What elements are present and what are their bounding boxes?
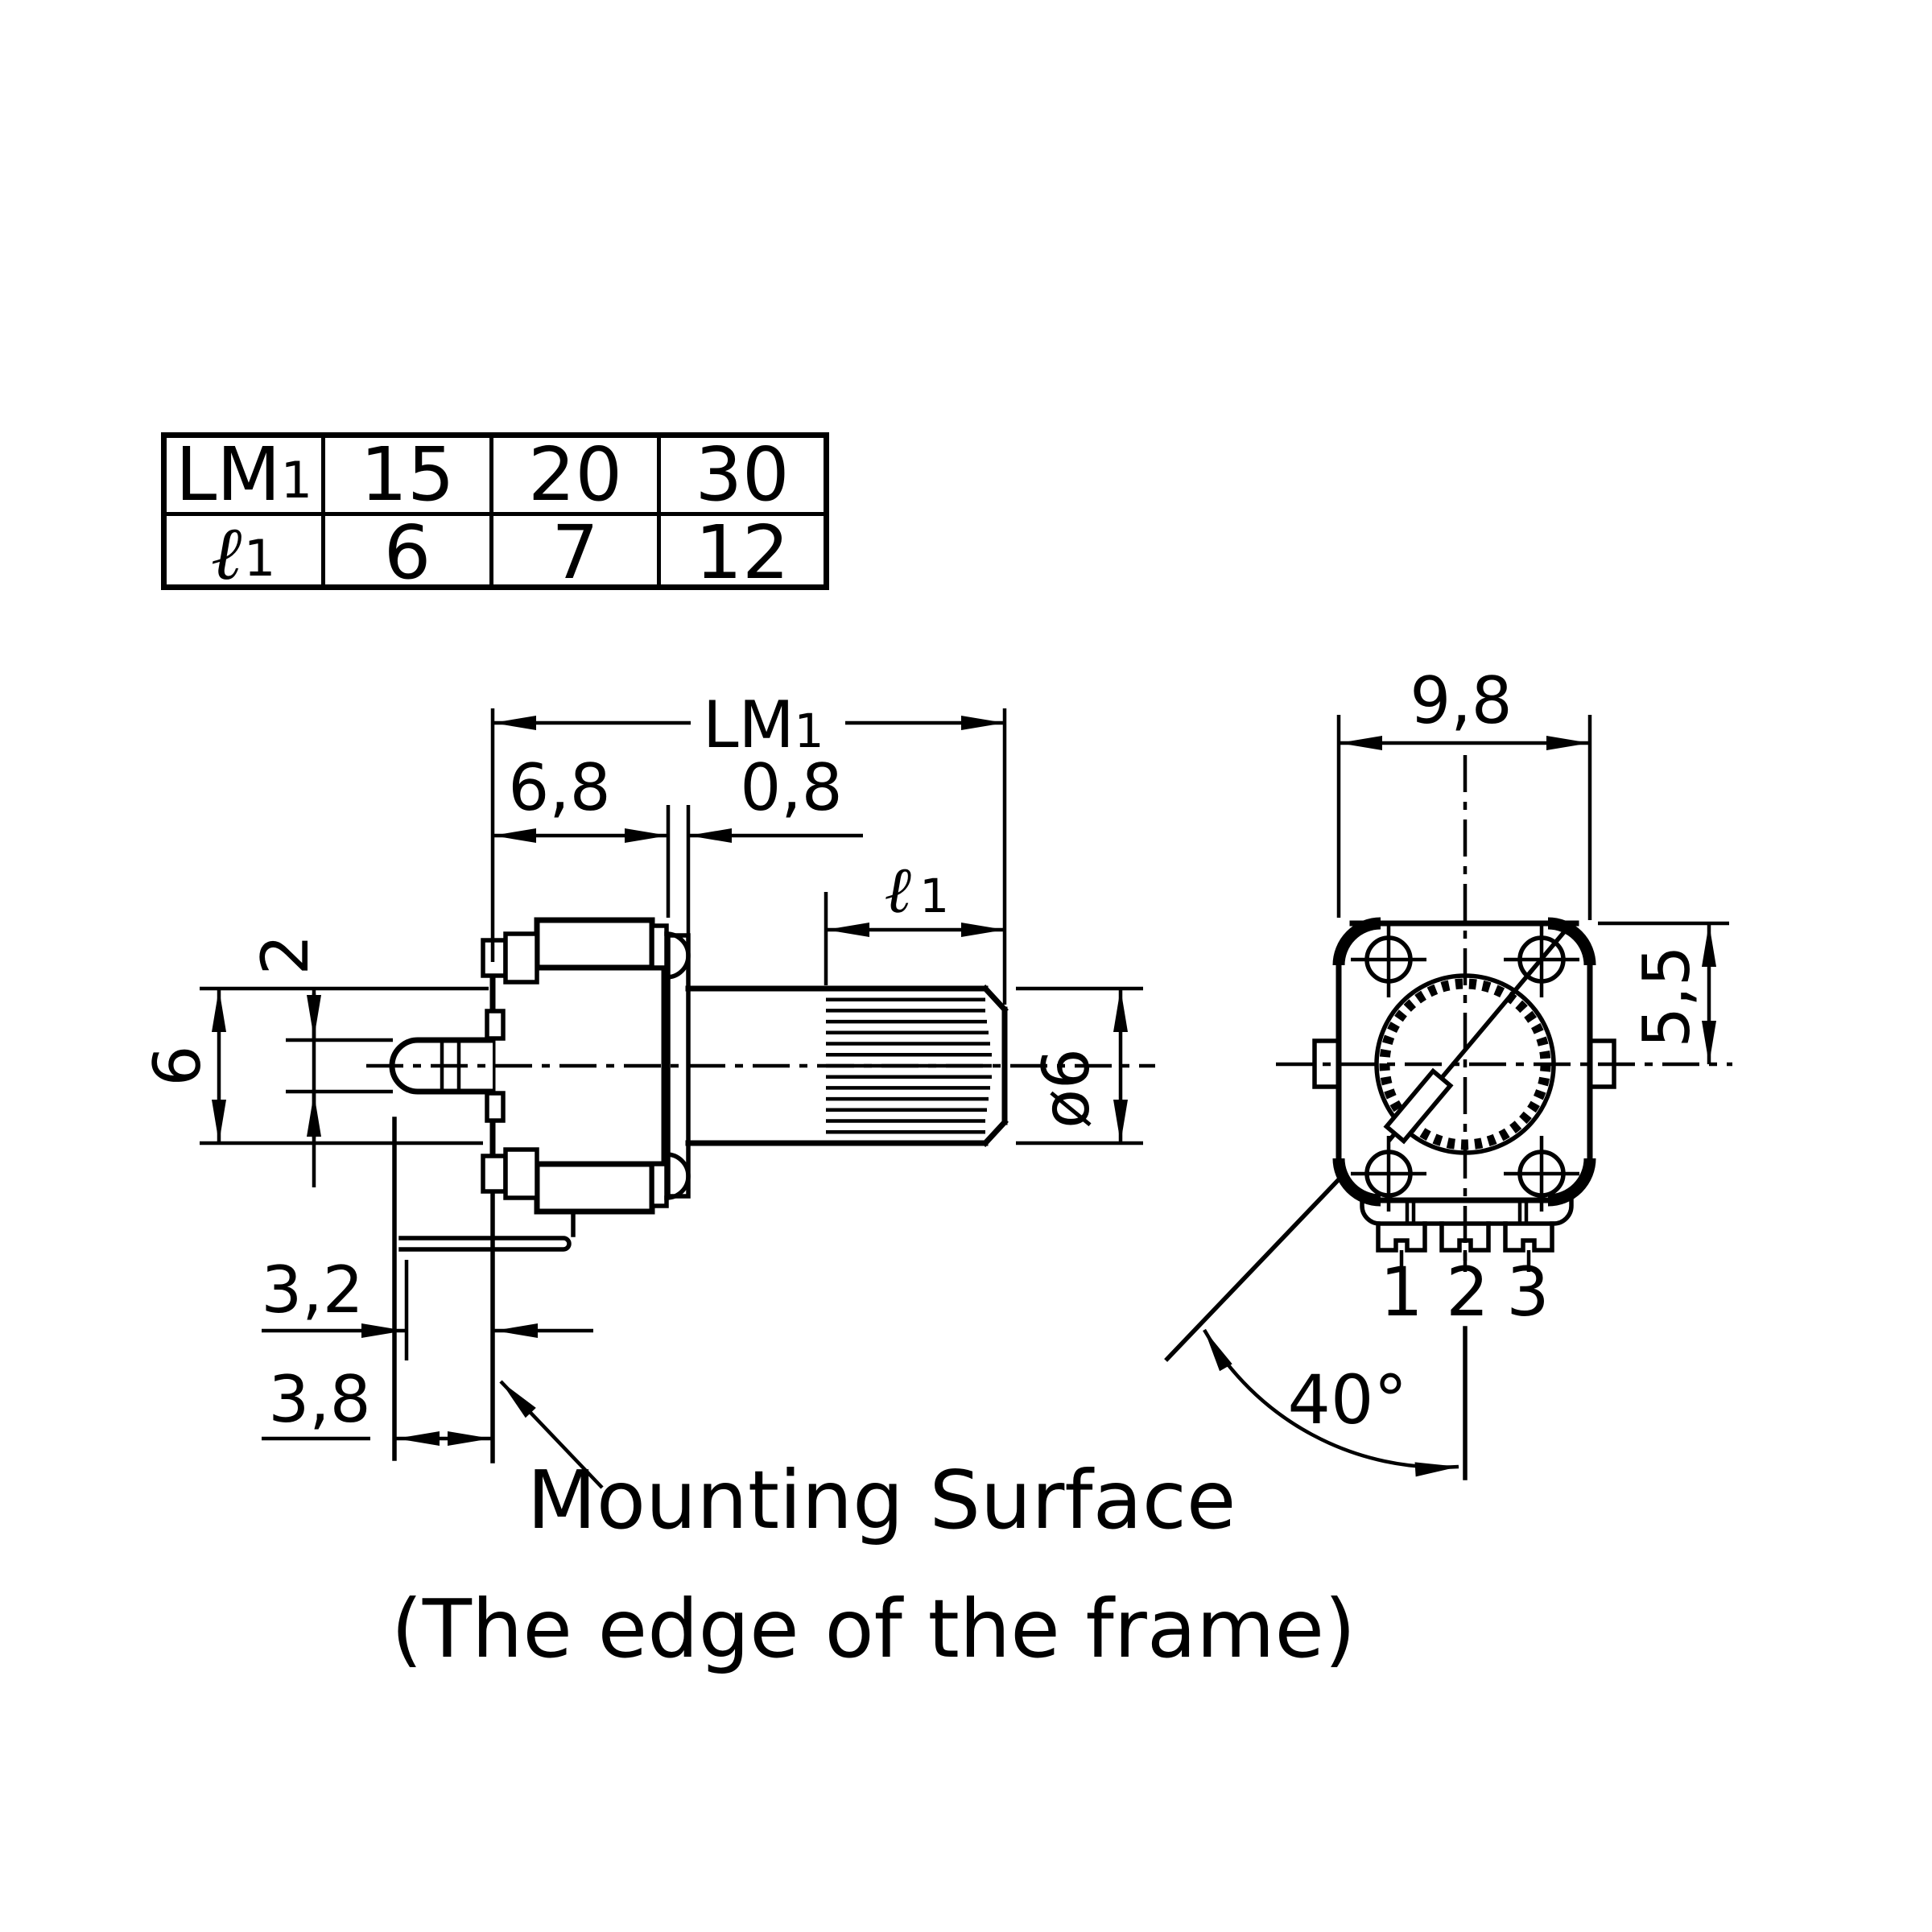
note-line1: Mounting Surface <box>527 1453 1236 1547</box>
body-notch-top <box>485 1009 506 1041</box>
dim-label-9-8: 9,8 <box>1410 663 1512 738</box>
left-tab <box>1312 1038 1341 1089</box>
l1-label-sub: 1 <box>243 529 276 588</box>
terminal-block: 1 2 3 <box>1360 1198 1574 1331</box>
dim-6-8: 6,8 <box>493 750 691 940</box>
rivet <box>1351 1136 1426 1212</box>
dim-label-lm1: LM1 <box>703 687 824 762</box>
dim-label-3-8: 3,8 <box>268 1362 370 1437</box>
terminal-3 <box>1503 1221 1554 1253</box>
frame-legs <box>392 1117 576 1463</box>
dim-2: 2 <box>248 935 393 1187</box>
front-view: 1 2 3 9,8 5,5 40° <box>1164 663 1732 1480</box>
rivet <box>1504 1136 1579 1212</box>
dim-9-8: 9,8 <box>1336 663 1592 920</box>
frame-foot <box>398 1236 572 1252</box>
terminal-label-3: 3 <box>1506 1253 1549 1331</box>
corner-arc-bl <box>1332 1158 1381 1207</box>
l1-label: ℓ <box>212 510 244 597</box>
rivet <box>1351 922 1426 997</box>
mounting-surface-note: Mounting Surface (The edge of the frame) <box>391 1380 1356 1676</box>
dim-label-6-8: 6,8 <box>508 750 610 825</box>
table-cell: 7 <box>489 512 657 590</box>
shaft <box>685 985 1009 1147</box>
screw-slot <box>1383 1067 1454 1145</box>
table-cell: 30 <box>657 438 824 512</box>
terminal-1 <box>1376 1221 1427 1253</box>
note-line2: (The edge of the frame) <box>391 1582 1356 1676</box>
dim-lm1: LM1 <box>490 686 1007 1005</box>
table-cell: 15 <box>321 438 489 512</box>
dim-label-2: 2 <box>248 935 323 976</box>
dim-label-6: 6 <box>140 1046 215 1087</box>
side-view: LM1 6,8 0,8 ℓ1 6 <box>140 686 1356 1676</box>
dim-shaft-dia: ø6 <box>1016 986 1143 1146</box>
knurl-lines <box>826 997 992 1134</box>
terminal-2 <box>1439 1221 1491 1253</box>
table-cell: 20 <box>489 438 657 512</box>
terminal-label-2: 2 <box>1446 1253 1488 1331</box>
body-notch-bottom <box>485 1091 506 1123</box>
dim-label-dia6: ø6 <box>1029 1048 1104 1129</box>
terminal-label-1: 1 <box>1380 1253 1422 1331</box>
dim-0-8: 0,8 <box>688 750 863 843</box>
dim-5-5: 5,5 <box>1598 921 1729 1064</box>
corner-arc-br <box>1547 1158 1596 1207</box>
top-tab <box>481 917 691 985</box>
dim-label-40deg: 40° <box>1288 1360 1408 1439</box>
dim-3-2: 3,2 <box>261 1253 593 1338</box>
table-cell: 12 <box>657 512 824 590</box>
table-cell: 6 <box>321 512 489 590</box>
dim-label-3-2: 3,2 <box>261 1253 363 1327</box>
dim-40deg: 40° <box>1164 1172 1468 1480</box>
dim-6: 6 <box>140 986 489 1146</box>
angle-arc <box>1203 1328 1459 1477</box>
angle-reference-line <box>1164 1172 1346 1362</box>
lm1-label-sub: 1 <box>280 451 313 510</box>
dim-3-8: 3,8 <box>262 1362 491 1446</box>
dim-label-5-5: 5,5 <box>1629 945 1704 1047</box>
lm1-label: LM <box>175 431 281 518</box>
dim-label-0-8: 0,8 <box>740 750 842 825</box>
